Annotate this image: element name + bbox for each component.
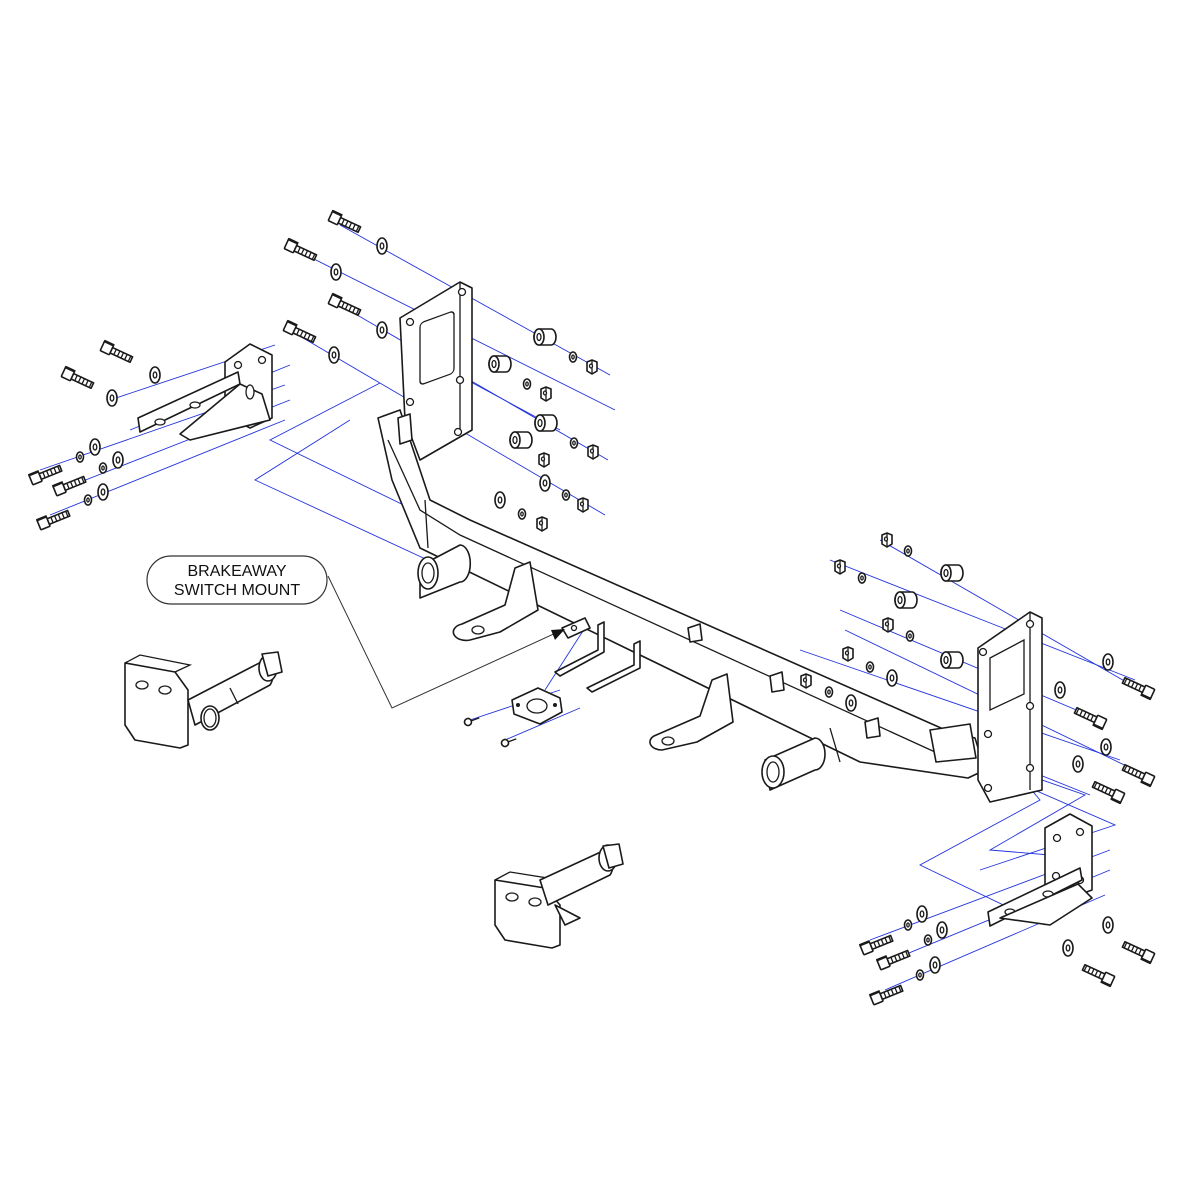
callout-arrowhead bbox=[551, 629, 565, 640]
left-tube-receiver bbox=[417, 544, 472, 599]
callout-line-2: SWITCH MOUNT bbox=[174, 582, 300, 599]
tow-pin-assembly-bottom bbox=[494, 843, 624, 949]
right-tube-receiver bbox=[761, 737, 826, 791]
hardware-right-lower bbox=[858, 905, 1156, 1006]
brakeaway-callout: BRAKEAWAY SWITCH MOUNT bbox=[146, 555, 328, 605]
screw-icon bbox=[463, 717, 480, 727]
tow-pin-assembly-left bbox=[124, 651, 283, 749]
main-crossbar bbox=[377, 281, 1043, 803]
callout-leader bbox=[327, 575, 559, 709]
left-tow-tab bbox=[452, 561, 539, 642]
screw-icon bbox=[500, 738, 517, 748]
right-side-bracket bbox=[987, 813, 1093, 927]
left-side-bracket bbox=[137, 343, 273, 441]
breakaway-plate bbox=[463, 687, 563, 748]
callout-line-1: BRAKEAWAY bbox=[188, 563, 287, 580]
right-tow-tab bbox=[649, 673, 734, 751]
